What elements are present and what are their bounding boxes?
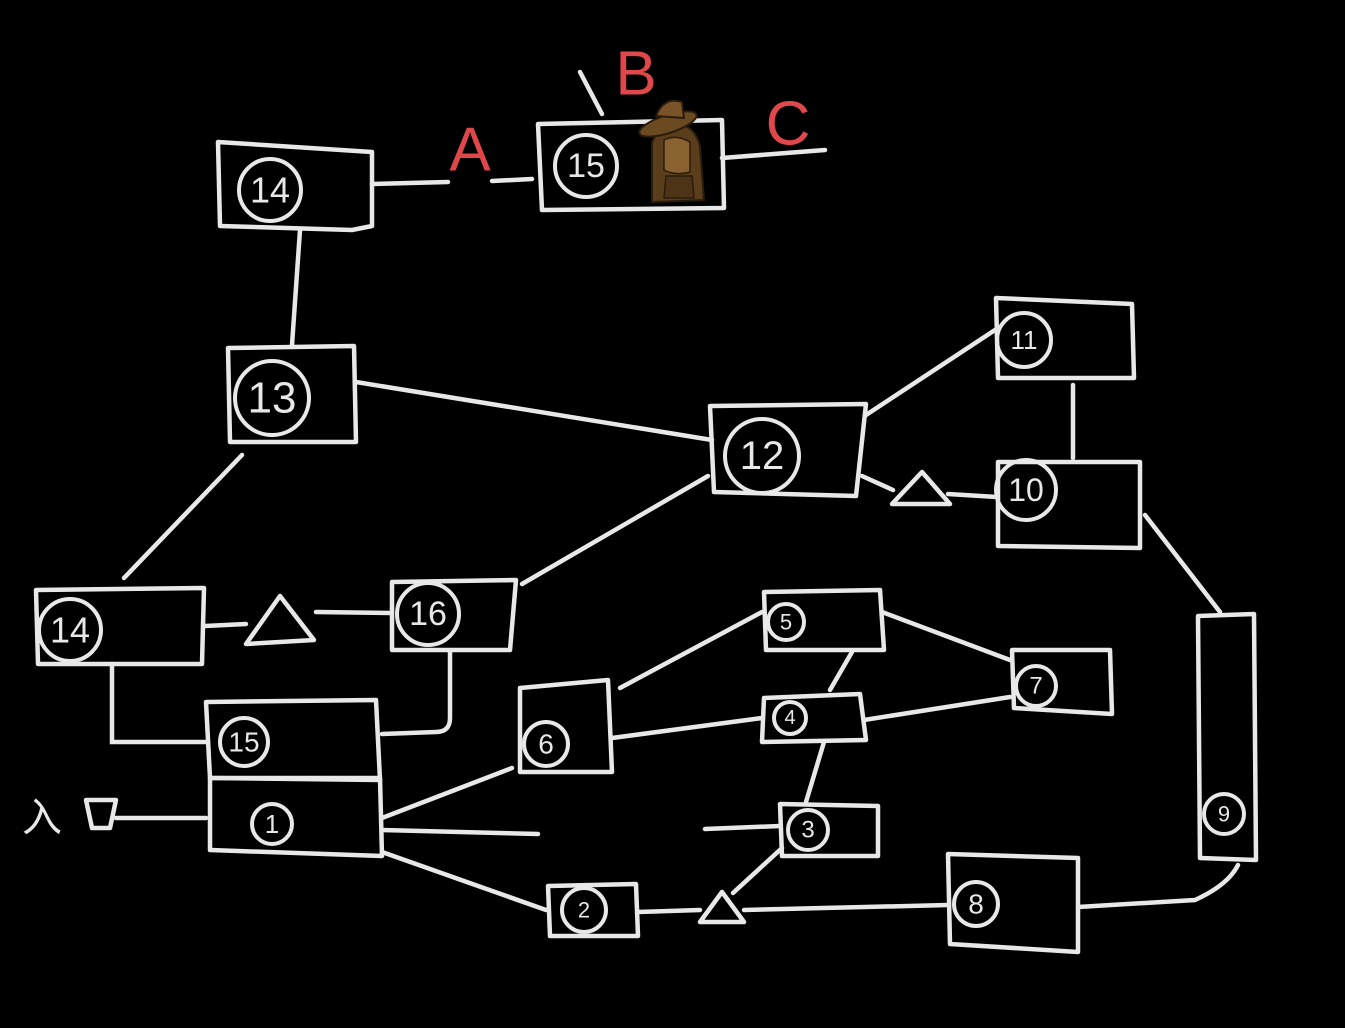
link-12-16 <box>519 473 711 587</box>
room-number: 16 <box>409 595 447 633</box>
triangle-marker-icon <box>697 889 747 925</box>
room-number: 2 <box>578 898 590 923</box>
link-6-5 <box>617 609 765 691</box>
room-9[interactable]: 9 <box>1195 611 1259 863</box>
exit-label-c[interactable]: C <box>766 90 811 159</box>
link-5-4 <box>827 649 855 693</box>
entrance-door-icon <box>83 797 119 831</box>
link-4-7 <box>861 694 1013 723</box>
triangle-marker-icon <box>889 469 953 507</box>
room-4[interactable]: 4 <box>759 691 869 745</box>
room-number: 8 <box>968 889 984 920</box>
link-6-4 <box>609 715 765 741</box>
link-13-12 <box>353 379 715 443</box>
room-14-left[interactable]: 14 <box>33 585 207 667</box>
room-number: 4 <box>784 707 795 729</box>
link-14-13 <box>289 227 303 348</box>
room-number: 15 <box>567 147 605 185</box>
link-8-9 <box>1075 862 1241 910</box>
room-number: 3 <box>801 817 814 844</box>
link-12-11 <box>863 327 998 418</box>
room-2[interactable]: 2 <box>545 881 641 939</box>
link-1-2 <box>379 849 549 913</box>
link-15-exit-a <box>489 176 535 184</box>
link-14left-15low <box>109 661 209 745</box>
room-11[interactable]: 11 <box>993 295 1137 381</box>
link-tri-10 <box>945 491 1000 500</box>
room-number: 12 <box>740 434 785 478</box>
room-number: 15 <box>228 727 259 758</box>
room-7[interactable]: 7 <box>1009 647 1115 717</box>
exit-label-b[interactable]: B <box>615 40 656 109</box>
triangle-marker-icon <box>243 593 317 647</box>
map-connections <box>109 69 1241 915</box>
room-number: 7 <box>1029 673 1042 700</box>
link-dead-end-3 <box>702 823 783 832</box>
room-8[interactable]: 8 <box>945 851 1081 955</box>
link-5-7 <box>879 609 1013 663</box>
room-12[interactable]: 12 <box>707 401 869 499</box>
link-tri-8 <box>741 902 951 913</box>
link-1-dead-end <box>379 827 541 837</box>
link-16-15low <box>379 649 453 737</box>
cowboy-character-icon[interactable] <box>637 99 706 204</box>
room-5[interactable]: 5 <box>761 587 887 653</box>
room-3[interactable]: 3 <box>777 801 881 859</box>
room-16[interactable]: 16 <box>389 577 519 653</box>
link-4-3 <box>803 739 827 805</box>
link-exit-c <box>719 147 828 161</box>
room-13[interactable]: 13 <box>225 343 359 445</box>
room-number: 14 <box>50 610 90 651</box>
exit-label-a[interactable]: A <box>449 116 491 185</box>
room-15-low[interactable]: 15 <box>203 697 383 783</box>
link-2-tri <box>635 907 703 915</box>
link-12-tri <box>859 473 896 493</box>
room-number: 14 <box>250 170 290 211</box>
room-number: 6 <box>538 729 554 760</box>
link-exit-b <box>577 69 605 117</box>
room-1[interactable]: 1 <box>207 775 385 859</box>
room-number: 13 <box>248 374 297 423</box>
link-3-tri <box>730 845 785 896</box>
room-14-top[interactable]: 14 <box>215 139 375 233</box>
entrance-label: 入 <box>22 796 62 840</box>
room-number: 5 <box>780 610 792 635</box>
room-number: 11 <box>1011 325 1038 355</box>
link-tri-16 <box>313 609 395 616</box>
link-1-6 <box>379 765 515 821</box>
room-10[interactable]: 10 <box>994 458 1143 551</box>
room-number: 1 <box>265 809 279 839</box>
room-number: 9 <box>1218 802 1230 827</box>
link-14left-tri <box>202 621 249 629</box>
link-10-9 <box>1142 512 1223 615</box>
link-13-14left <box>121 452 245 581</box>
room-number: 10 <box>1008 472 1044 508</box>
room-6[interactable]: 6 <box>517 677 615 775</box>
link-14-15-exit-a <box>369 179 451 187</box>
